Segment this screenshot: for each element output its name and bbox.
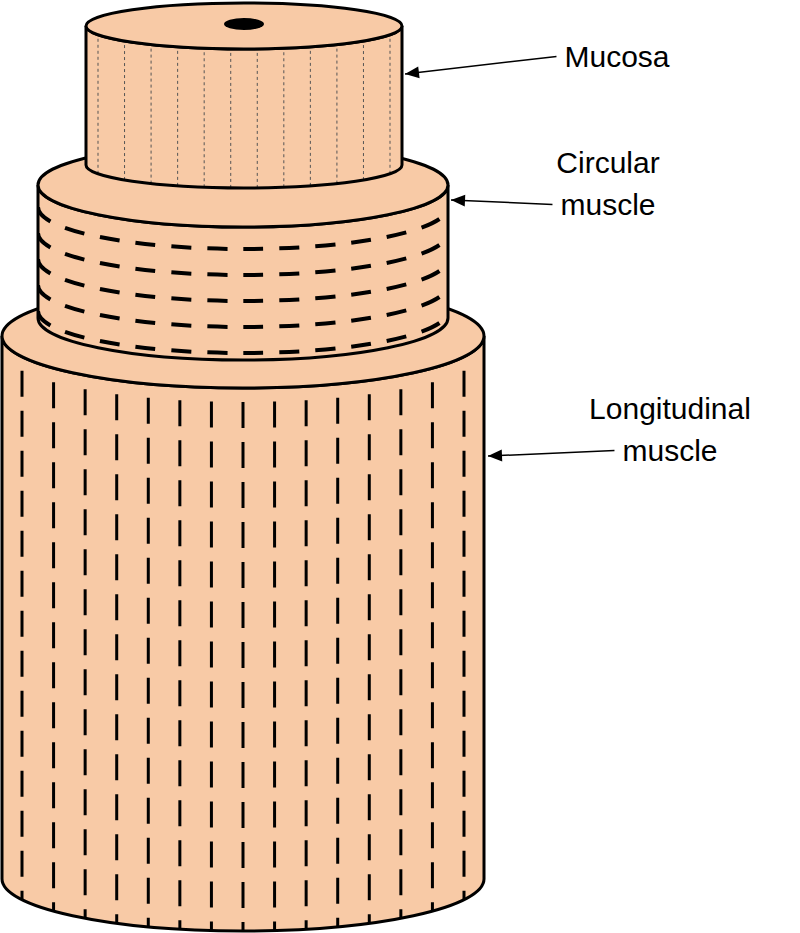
arrow-head bbox=[405, 66, 420, 78]
part-label: Longitudinal muscle bbox=[560, 388, 780, 472]
label-text: Longitudinal muscle bbox=[589, 392, 751, 467]
leader-line bbox=[451, 200, 552, 205]
label-text: Mucosa bbox=[564, 40, 669, 73]
leader-line bbox=[488, 451, 614, 457]
arrow-head bbox=[451, 195, 465, 207]
cylinder-outline bbox=[2, 336, 484, 931]
arrow-head bbox=[488, 449, 502, 461]
cylinder-layer bbox=[2, 284, 484, 933]
cylinder-layer bbox=[86, 3, 402, 195]
fibre-texture bbox=[38, 207, 448, 353]
part-label: Mucosa bbox=[542, 36, 692, 78]
leader-line bbox=[405, 57, 556, 75]
label-text: Circular muscle bbox=[556, 146, 659, 221]
cylinder-top bbox=[86, 3, 402, 49]
part-label: Circular muscle bbox=[508, 142, 708, 226]
lumen bbox=[224, 18, 264, 30]
fibre-texture bbox=[98, 39, 390, 195]
fibre-texture bbox=[22, 371, 464, 933]
